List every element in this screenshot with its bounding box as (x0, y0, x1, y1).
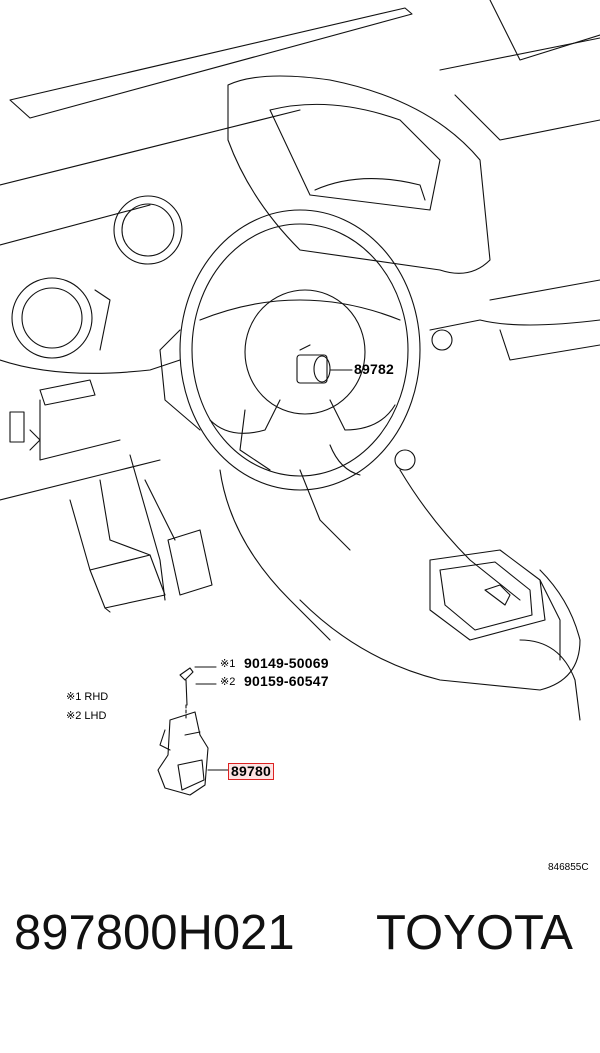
left-gauges (11, 195, 183, 359)
bolt-part (179, 666, 217, 706)
callout-89780-highlighted[interactable]: 89780 (228, 763, 274, 780)
switch-bracket-part (157, 704, 229, 796)
key-cylinder-part (296, 344, 353, 384)
center-console (299, 549, 581, 721)
callout-90159-60547[interactable]: 90159-60547 (244, 673, 329, 689)
footer-brand: TOYOTA (376, 906, 573, 960)
footer-part-number: 897800H021 (14, 906, 295, 960)
dashboard-line-drawing (0, 0, 600, 796)
dash-top-edge (0, 0, 600, 246)
bolt-rhd-mark: ※1 (220, 658, 236, 670)
legend-rhd: ※1 RHD (66, 691, 109, 703)
illustration-code: 846855C (548, 862, 589, 873)
bolt-lhd-mark: ※2 (220, 676, 236, 688)
callout-90149-50069[interactable]: 90149-50069 (244, 655, 329, 671)
dash-body (0, 279, 600, 601)
callout-89782[interactable]: 89782 (354, 361, 394, 377)
legend-lhd: ※2 LHD (66, 710, 107, 722)
meter-hood (227, 75, 491, 274)
footer-caption: 897800H021 TOYOTA (0, 905, 600, 1005)
pedals (69, 479, 213, 613)
steering-wheel (159, 209, 421, 491)
lower-dash (99, 454, 351, 641)
